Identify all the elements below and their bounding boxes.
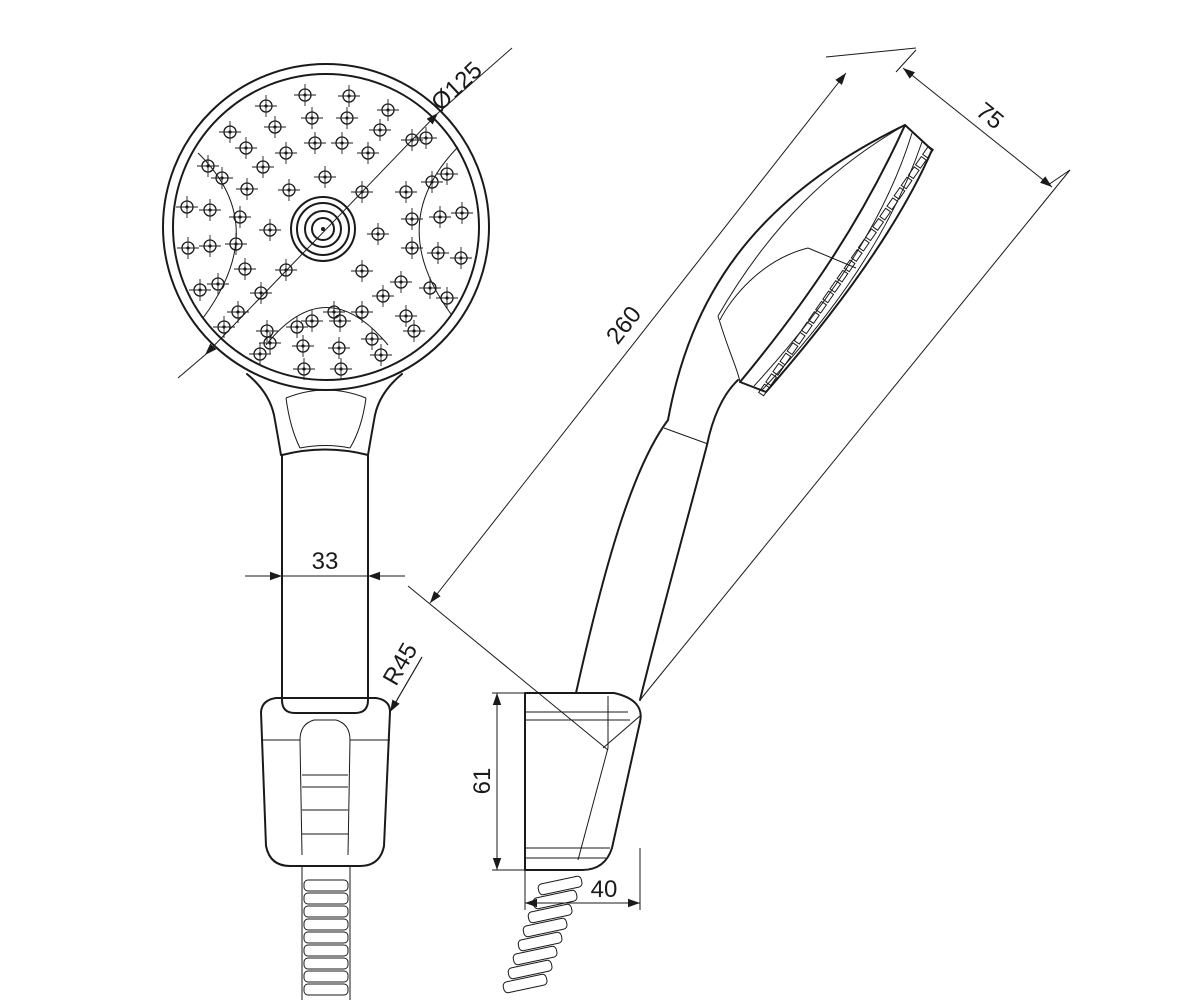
hose-side bbox=[502, 875, 583, 994]
spray-nozzles bbox=[176, 84, 473, 380]
wall-holder-front bbox=[260, 697, 391, 867]
dim-holder-height: 61 bbox=[469, 692, 525, 871]
handle-front bbox=[281, 448, 369, 714]
handle-side bbox=[575, 124, 906, 701]
dim-head-diameter-label: Ø125 bbox=[426, 57, 487, 117]
dim-handle-width: 33 bbox=[245, 548, 405, 581]
spray-face-teeth bbox=[757, 145, 935, 397]
center-nozzle bbox=[290, 196, 356, 262]
dim-holder-radius-label: R45 bbox=[378, 638, 423, 690]
dim-holder-depth: 40 bbox=[524, 848, 641, 910]
head-inner-face bbox=[172, 73, 480, 381]
dim-overall-length-label: 260 bbox=[601, 301, 647, 349]
handle-neck bbox=[246, 373, 403, 456]
dim-head-depth-label: 75 bbox=[971, 97, 1009, 135]
front-view bbox=[162, 63, 490, 1000]
dimensions: Ø125 33 R45 260 75 bbox=[177, 47, 1071, 910]
dim-holder-depth-label: 40 bbox=[591, 876, 618, 903]
wall-holder-side bbox=[524, 692, 642, 871]
hose-front bbox=[301, 866, 351, 1000]
side-view bbox=[502, 124, 935, 994]
dim-holder-height-label: 61 bbox=[469, 768, 496, 795]
dim-handle-width-label: 33 bbox=[312, 548, 339, 575]
dim-overall-length: 260 bbox=[407, 47, 917, 751]
dim-head-depth: 75 bbox=[639, 49, 1071, 701]
